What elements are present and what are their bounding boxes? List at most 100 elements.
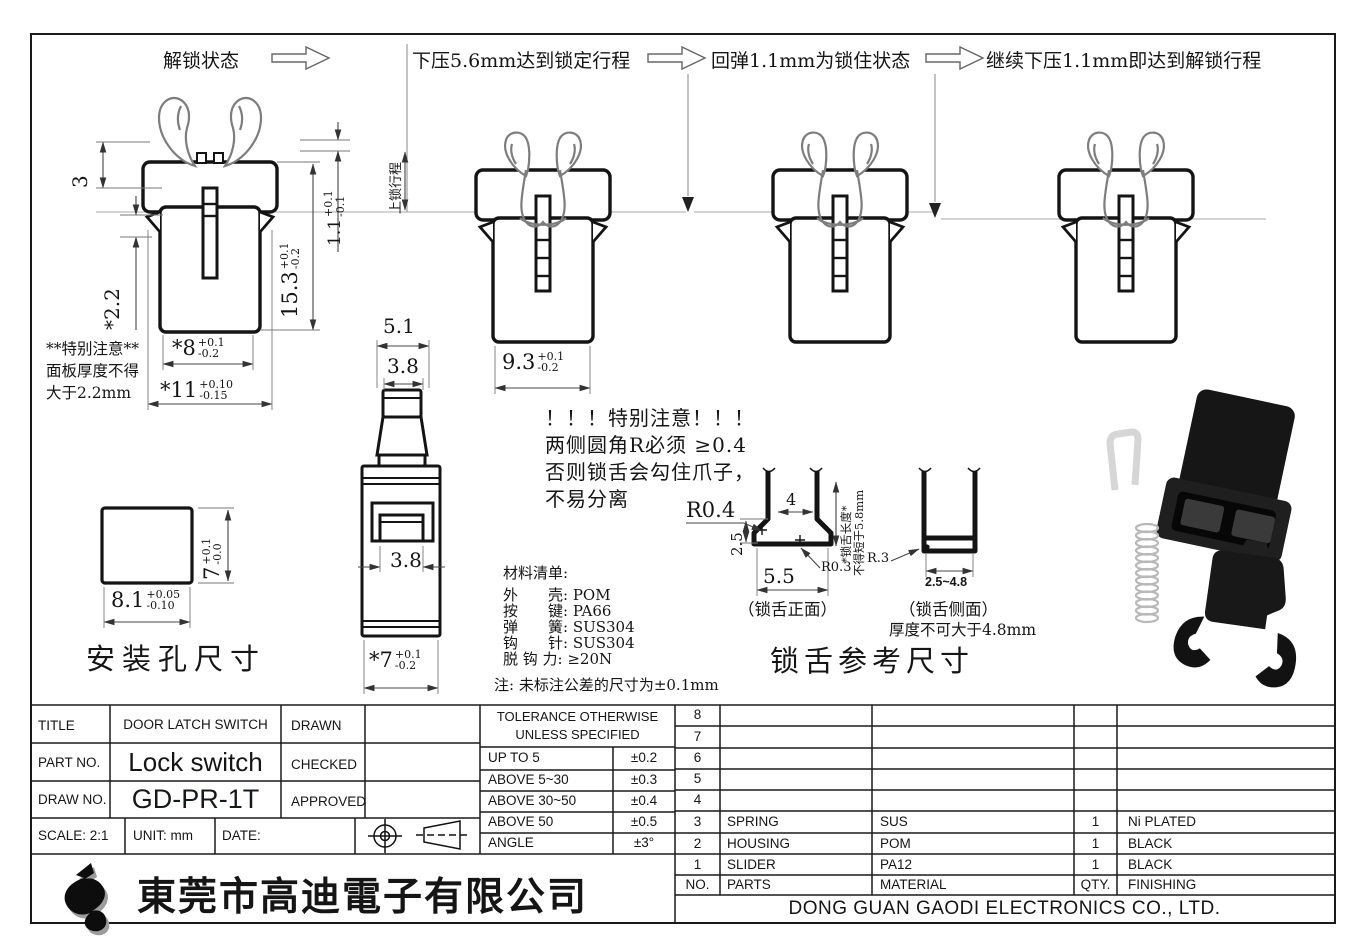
approved-label: APPROVED [291, 794, 367, 809]
bom-qty: 1 [1091, 814, 1100, 829]
tolerance-row-label: ABOVE 30~50 [488, 793, 577, 808]
bom-no: 4 [693, 792, 702, 807]
bom-header-finishing: FINISHING [1128, 877, 1197, 892]
slider-part [1173, 539, 1297, 688]
bom-qty: 1 [1091, 857, 1100, 872]
warning-line3: 否则锁舌会勾住爪子， [545, 460, 755, 484]
dim-8: *8+0.1-0.2 [172, 335, 225, 360]
dim-r0-4: R0.4 [686, 498, 736, 522]
unit-value: UNIT: mm [133, 828, 193, 843]
warning-line1: ！！！特别注意！！！ [545, 406, 755, 430]
dim-1-1: 1.1+0.1-0.1 [322, 190, 347, 246]
dim-8-1: 8.1+0.05-0.10 [111, 587, 181, 612]
tolerance-row-label: ANGLE [488, 835, 534, 850]
title-value: DOOR LATCH SWITCH [123, 717, 268, 732]
dim-2-2: *2.2 [100, 288, 124, 330]
materials-hook: 钩 针: SUS304 [503, 634, 635, 652]
tolerance-header2: UNLESS SPECIFIED [515, 727, 640, 742]
switch-view-unlock-press [1057, 130, 1195, 344]
tongue-caption: 锁舌参考尺寸 [770, 644, 975, 678]
bom-header-no: NO. [685, 877, 710, 892]
part-no-value: Lock switch [128, 747, 263, 777]
dim-7-side: *7+0.1-0.2 [369, 647, 422, 672]
bom-qty: 1 [1091, 836, 1100, 851]
bom-material: POM [880, 836, 911, 851]
bom-part: SLIDER [727, 857, 776, 872]
dim-2-5-4-8: 2.5~4.8 [925, 575, 968, 589]
company-logo-icon [64, 863, 110, 936]
draw-no-value: GD-PR-1T [131, 784, 260, 814]
materials-spring: 弹 簧: SUS304 [503, 618, 635, 636]
bom-finish: BLACK [1128, 857, 1173, 872]
tolerance-note: 注: 未标注公差的尺寸为±0.1mm [494, 676, 719, 694]
bom-finish: Ni PLATED [1128, 814, 1197, 829]
flow-label-unlocked: 解锁状态 [163, 50, 240, 72]
bom-no: 3 [693, 814, 702, 829]
exploded-3d-render [1106, 389, 1297, 688]
tongue-front-caption: （锁舌正面） [738, 600, 837, 619]
projection-symbol-icon [368, 819, 468, 853]
part-no-label: PART NO. [38, 755, 101, 770]
dim-15-3: 15.3+0.1-0.2 [277, 242, 303, 318]
dim-3-8-top: 3.8 [387, 354, 419, 378]
dim-r-3: R.3 [867, 551, 890, 566]
bom-finish: BLACK [1128, 836, 1173, 851]
table-rules [30, 704, 1334, 922]
dim-5-5: 5.5 [763, 564, 795, 588]
checked-label: CHECKED [291, 757, 358, 772]
warning-line4: 不易分离 [545, 487, 629, 511]
dim-4: 4 [786, 490, 797, 509]
spring-part [1134, 522, 1160, 624]
travel-arrow-icon [682, 197, 694, 212]
slider-side-view [360, 388, 442, 638]
dim-11: *11+0.10-0.15 [160, 377, 233, 402]
tongue-side-view [918, 467, 981, 554]
tolerance-row-label: ABOVE 50 [488, 814, 554, 829]
bom-no: 7 [693, 729, 702, 744]
tolerance-row-value: ±0.4 [630, 793, 658, 808]
tolerance-row-value: ±0.2 [630, 750, 658, 765]
materials-shell: 外 壳: POM [503, 586, 611, 604]
tolerance-header1: TOLERANCE OTHERWISE [496, 709, 659, 724]
panel-note-line2: 面板厚度不得 [46, 362, 140, 380]
scale-value: SCALE: 2:1 [38, 828, 109, 843]
bom-no: 1 [693, 857, 702, 872]
travel-arrow-icon [929, 203, 941, 218]
bom-header-parts: PARTS [727, 877, 771, 892]
bom-part: HOUSING [727, 836, 791, 851]
switch-view-pressed [474, 130, 612, 344]
bom-part: SPRING [727, 814, 779, 829]
bom-no: 5 [693, 771, 702, 786]
date-label: DATE: [222, 828, 261, 843]
dim-2-5: 2.5 [728, 532, 746, 556]
tongue-length-note2: 不得短于5.8mm [852, 489, 866, 576]
flow-label-rebound: 回弹1.1mm为锁住状态 [711, 50, 911, 72]
bom-header-qty: QTY. [1080, 877, 1111, 892]
panel-note-line3: 大于2.2mm [46, 384, 132, 402]
sheet-border [30, 33, 1336, 924]
hook-pin-part [1106, 428, 1142, 491]
company-name-cn: 東莞市高迪電子有限公司 [137, 876, 589, 919]
flow-arrow-icon [271, 45, 985, 71]
company-name-en: DONG GUAN GAODI ELECTRONICS CO., LTD. [788, 898, 1221, 919]
materials-title: 材料清单: [503, 564, 569, 582]
warning-line2: 两侧圆角R必须 ≥0.4 [545, 433, 747, 457]
bom-header-material: MATERIAL [880, 877, 947, 892]
drawn-label: DRAWN [291, 718, 342, 733]
bom-no: 2 [693, 836, 702, 851]
housing-part [1156, 389, 1295, 562]
tongue-side-note: 厚度不可大于4.8mm [889, 621, 1037, 639]
bom-material: SUS [880, 814, 908, 829]
dim-3: 3 [68, 175, 92, 188]
switch-view-unlocked [141, 96, 279, 334]
title-label: TITLE [38, 718, 75, 733]
dim-3-8-window: 3.8 [390, 548, 422, 572]
tolerance-row-value: ±0.5 [630, 814, 658, 829]
bom-no: 8 [693, 707, 702, 722]
materials-button: 按 键: PA66 [503, 602, 612, 620]
tolerance-row-label: ABOVE 5~30 [488, 772, 569, 787]
draw-no-label: DRAW NO. [38, 792, 107, 807]
flow-label-release: 继续下压1.1mm即达到解锁行程 [986, 50, 1262, 72]
